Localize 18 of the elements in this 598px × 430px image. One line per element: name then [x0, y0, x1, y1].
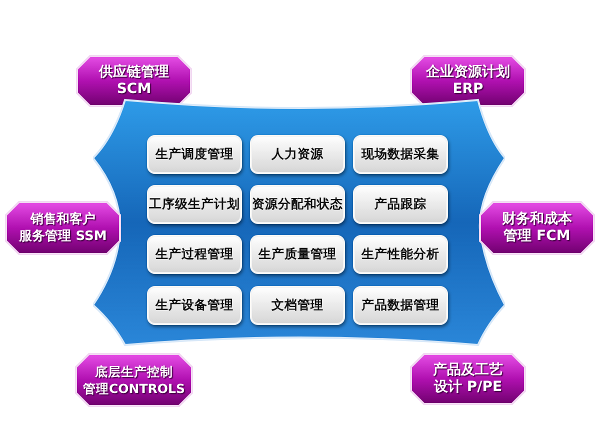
module-box: 生产过程管理 — [147, 235, 242, 274]
octagon-badge: 供应链管理SCM — [76, 55, 192, 107]
module-box: 文档管理 — [250, 286, 345, 325]
octagon-badge: 财务和成本管理 FCM — [479, 201, 595, 255]
module-box: 生产性能分析 — [353, 235, 448, 274]
octagon-badge: 底层生产控制管理CONTROLS — [75, 353, 193, 407]
octagon-badge: 产品及工艺设计 P/PE — [410, 353, 526, 405]
module-box: 产品跟踪 — [353, 185, 448, 224]
module-box: 生产质量管理 — [250, 235, 345, 274]
module-box: 生产设备管理 — [147, 286, 242, 325]
module-box: 工序级生产计划 — [147, 185, 242, 224]
module-box: 资源分配和状态 — [250, 185, 345, 224]
octagon-badge: 企业资源计划ERP — [410, 55, 526, 107]
module-box: 人力资源 — [250, 135, 345, 174]
module-box: 产品数据管理 — [353, 286, 448, 325]
module-box: 生产调度管理 — [147, 135, 242, 174]
module-box: 现场数据采集 — [353, 135, 448, 174]
octagon-badge: 销售和客户服务管理 SSM — [5, 201, 121, 255]
